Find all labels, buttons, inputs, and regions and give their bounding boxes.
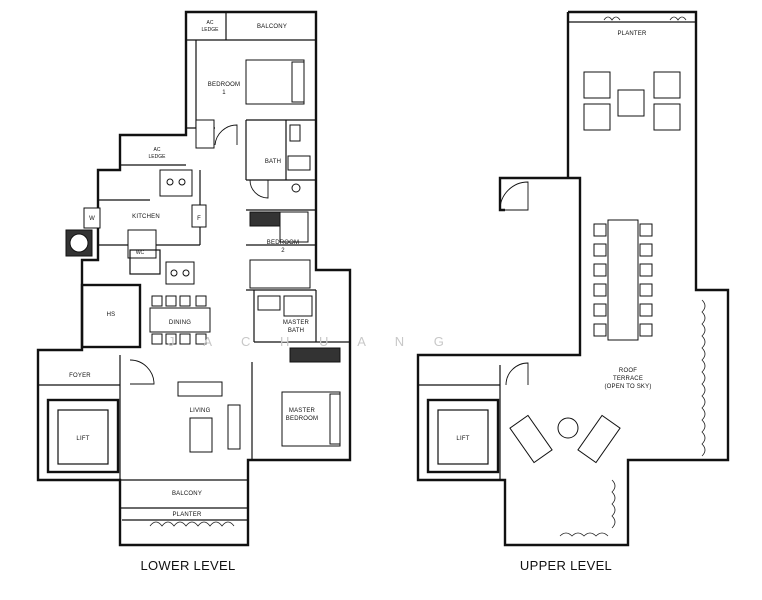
label-lift-upper: LIFT — [456, 436, 469, 442]
label-foyer: FOYER — [69, 373, 91, 379]
lift-lower — [46, 398, 120, 474]
upper-outer-wall — [416, 10, 730, 547]
terrace-dining-table — [607, 219, 639, 341]
wardrobe-1 — [195, 119, 215, 149]
label-wc: WC — [136, 250, 145, 256]
label-planter-bottom: PLANTER — [172, 512, 202, 518]
label-balcony-top: BALCONY — [257, 24, 287, 30]
label-f: F — [197, 216, 201, 222]
label-kitchen: KITCHEN — [132, 214, 160, 220]
dining-table — [149, 307, 211, 333]
label-dining: DINING — [169, 320, 191, 326]
upper-level-plan — [416, 10, 730, 547]
caption-lower-level: LOWER LEVEL — [140, 558, 235, 573]
label-living: LIVING — [190, 408, 211, 414]
label-hs: HS — [107, 312, 116, 318]
label-planter-upper: PLANTER — [617, 31, 647, 37]
lift-upper — [426, 398, 500, 474]
caption-upper-level: UPPER LEVEL — [520, 558, 612, 573]
label-lift-lower: LIFT — [76, 436, 89, 442]
household-shelter — [80, 283, 142, 349]
label-balcony-bottom: BALCONY — [172, 491, 202, 497]
lower-level-plan — [36, 10, 352, 547]
coffee-table — [617, 89, 645, 117]
label-w: W — [89, 216, 95, 222]
watermark: J A C H U A N G — [168, 334, 457, 349]
label-bath: BATH — [265, 159, 281, 165]
